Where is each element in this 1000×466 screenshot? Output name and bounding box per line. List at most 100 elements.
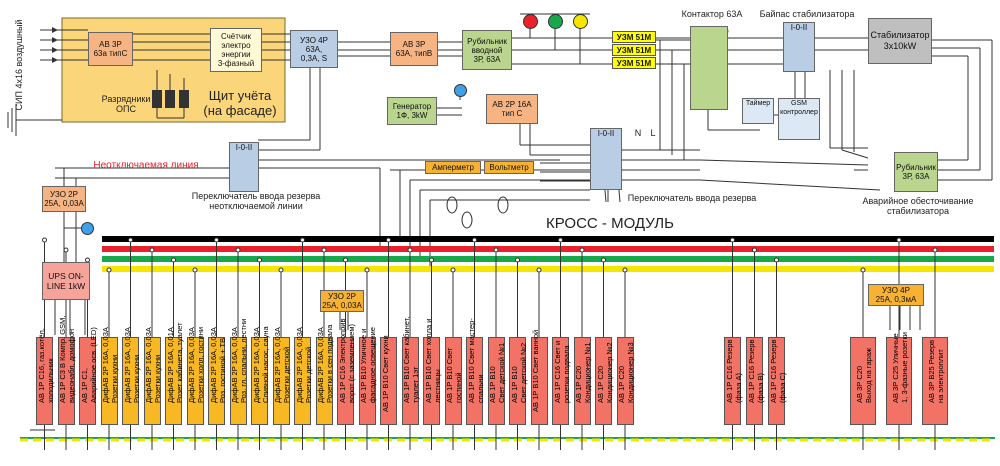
ammeter: Амперметр [425, 161, 481, 174]
bypass-switch[interactable]: I-0-II [783, 22, 815, 72]
contactor[interactable] [690, 26, 728, 110]
bus-tap [932, 247, 938, 253]
ab3p-b-breaker[interactable]: АВ 3Р 63А, типВ [390, 32, 438, 66]
uzo2p-mid[interactable]: УЗО 2Р 25А, 0,03А [320, 290, 364, 312]
reserve-switch-1[interactable]: I-0-II [229, 142, 259, 192]
reserve-switch-1-label: Переключатель ввода резерва неотключаемо… [191, 191, 321, 211]
bypass-label: Байпас стабилизатора [759, 9, 855, 19]
circuit-breaker[interactable]: АВ 1Р С1, Аварийное осв. (LED) [79, 327, 97, 425]
breaker-label: АВ 1Р С20 Кондиционер №3 [617, 342, 635, 403]
bus-tap [235, 247, 241, 253]
breaker-label: АВ 1Р В10 Свет мастер- спальни [466, 318, 485, 403]
bus-tap [128, 237, 133, 243]
breaker-label: АВ 1Р В10 Уличное и фасадное освещение [359, 327, 377, 403]
reserve-switch-2[interactable]: I-0-II [590, 128, 622, 190]
uzo2p-left[interactable]: УЗО 2Р 25А, 0,03А [42, 186, 86, 212]
breaker-label: АВ 3Р С25 Уличные 1, 3-фазные розетки [891, 332, 909, 403]
input-rubilnik[interactable]: Рубильник вводной 3Р, 63А [462, 30, 512, 70]
circuit-breaker[interactable]: ДифАВ 2Р 16А, 0,03А Розетки кухни [143, 327, 162, 425]
circuit-breaker[interactable]: АВ 3Р С25 Уличные 1, 3-фазные розетки [886, 332, 912, 425]
breaker-label: АВ 3Р С20 Выход на гараж [855, 347, 873, 403]
circuit-breaker[interactable]: АВ 1Р С16 Резерв (фаза С) [768, 337, 786, 425]
circuit-breaker[interactable]: АВ 3Р В25 Резерв на электроплит [922, 337, 948, 425]
bus-tap [896, 237, 902, 243]
bus-tap [730, 237, 735, 243]
circuit-breaker[interactable]: АВ 1Р С16 Резерв (фаза А) [724, 337, 742, 425]
circuit-breaker[interactable]: ДифАВ 2Р 16А, 0,03А Розетки в сен подвал… [315, 325, 334, 425]
emergency-rubilnik[interactable]: Рубильник 3Р, 63А [894, 152, 938, 192]
circuit-breaker[interactable]: АВ 3Р С20 Выход на гараж [850, 337, 876, 425]
circuit-breaker[interactable]: ДифАВ 2Р 16А, 0,03А Розетки кухни [100, 327, 119, 425]
uzm-relay: УЗМ 51М [612, 31, 656, 43]
circuit-breaker[interactable]: ДифАВ 2Р 16А, 0,03А Розетки кухни [122, 327, 140, 425]
reserve-switch-2-label: Переключатель ввода резерва [627, 193, 757, 203]
circuit-breaker[interactable]: ДифАВ 2Р 16А, 0,03А Роз. гостиной + ТВ [208, 327, 226, 425]
circuit-breaker[interactable]: АВ 1Р С3 В Компр. GSM, видеонабл, домофо… [57, 316, 76, 425]
breaker-label: ДифАВ 2Р 16А, 0,03А Розетки детской [294, 327, 313, 403]
breaker-label: ДифАВ 2Р 16А, 0,03А Розетки детской [273, 327, 291, 403]
circuit-breaker[interactable]: АВ 1Р С20 Кондиционер №1 [573, 337, 592, 425]
ab3p-breaker[interactable]: АВ 3Р 63а типС [88, 32, 133, 66]
breaker-label: АВ 1Р С20 Кондиционер №2 [595, 342, 614, 403]
circuit-breaker[interactable]: АВ 1Р В10 Свет кабинет, туалет 1эт [401, 317, 420, 425]
circuit-breaker[interactable]: ДифАВ 2Р 16А, 0,03А Розетки детской [272, 327, 291, 425]
circuit-breaker[interactable]: АВ 1Р С20 Кондиционер №2 [595, 337, 614, 425]
breaker-label: АВ 1Р С3 В Компр. GSM, видеонабл, домофо… [58, 315, 76, 403]
circuit-breaker[interactable]: АВ 1Р В10 Свет мастер- спальни [466, 318, 484, 425]
bus-bar [102, 236, 994, 242]
lamp-yellow-icon [573, 14, 588, 29]
bus-tap [536, 267, 542, 273]
voltmeter: Вольтметр [484, 161, 534, 174]
bus-tap [774, 257, 779, 263]
circuit-breaker[interactable]: АВ 1Р С16 Резерв (фаза В) [746, 337, 764, 425]
circuit-breaker[interactable]: ДифАВ 2Р 16А, 0,01А Розет кабинета, туал… [165, 322, 183, 425]
circuit-breaker[interactable]: АВ 1Р В10 Свет детской №1 [487, 337, 506, 425]
current-transformers [446, 196, 509, 229]
ups: UPS ON- LINE 1kW [42, 262, 90, 300]
circuit-breaker[interactable]: АВ 1Р В10 Свет гостиной [444, 337, 463, 425]
arrester-elements [152, 90, 189, 108]
breaker-label: ДифАВ 2Р 16А, 0,03А Сливной насос, сауна [251, 326, 270, 403]
breaker-label: АВ 1Р С20 Кондиционер №1 [574, 342, 592, 403]
bus-tap [860, 267, 866, 273]
breaker-label: АВ 1Р В10 Свет гостиной [445, 347, 463, 403]
bus-tap [257, 257, 262, 263]
circuit-breaker[interactable]: АВ 1Р С16 Электроприв ворот (с заземлени… [337, 319, 355, 425]
uzo4p-right[interactable]: УЗО 4Р 25А, 0,3мА [868, 284, 924, 306]
circuit-breaker[interactable]: АВ 1Р С16 Свет и розетки подвала [552, 337, 570, 425]
bus-tap [752, 247, 757, 253]
bus-bar [102, 256, 994, 262]
breaker-label: ДифАВ 2Р 16А, 0,03А Розетки кухни [144, 327, 162, 403]
circuit-breaker[interactable]: АВ 1Р В10 Свет кухни [380, 334, 397, 425]
bus-tap [321, 247, 327, 253]
lamp-blue-ups-icon [81, 222, 94, 235]
cross-module-title: КРОСС - МОДУЛЬ [546, 215, 674, 232]
ab2p-breaker[interactable]: АВ 2Р 16А тип С [486, 94, 538, 124]
circuit-breaker[interactable]: АВ 1Р В10 Свет ванной [530, 329, 548, 425]
breaker-label: АВ 1Р В10 Свет кухни [380, 334, 390, 412]
breaker-label: АВ 1Р В10 Свет холла и лестницы [423, 318, 442, 403]
stabilizer: Стабилизатор 3х10kW [868, 18, 932, 64]
breaker-label: АВ 1Р В10 Свет детской №1 [488, 342, 506, 403]
circuit-breaker[interactable]: АВ 1Р В10 Свет холла и лестницы [423, 319, 441, 425]
cross-module [102, 236, 994, 272]
bus-tap [343, 257, 348, 263]
circuit-breaker[interactable]: АВ 1Р С16, газ.котёл, холодильник [36, 328, 54, 425]
circuit-breaker[interactable]: АВ 1Р В10 Уличное и фасадное освещение [358, 327, 377, 425]
meter-box: Счётчик электро энергии 3-фазный [210, 28, 262, 72]
bus-bar [102, 266, 994, 272]
emergency-label: Аварийное обесточивание стабилизатора [862, 196, 974, 216]
bus-tap [214, 237, 219, 243]
uzo4p[interactable]: УЗО 4Р 63А, 0,3А, S [290, 30, 338, 68]
sip-label: СИП 4х16 воздушный [14, 19, 24, 111]
breaker-label: АВ 3Р В25 Резерв на электроплит [927, 339, 945, 403]
circuit-breaker[interactable]: ДифАВ 2Р 16А, 0,03А Сливной насос, сауна [251, 326, 269, 425]
circuit-breaker[interactable]: ДифАВ 2Р 16А, 0,03А Розетки холл, гостин… [186, 327, 205, 425]
circuit-breaker[interactable]: АВ 1Р В10 Свет детской №2 [509, 337, 527, 425]
circuit-breaker[interactable]: ДифАВ 2Р 16А, 0,03А Розетки детской [294, 327, 312, 425]
bus-tap [386, 237, 391, 243]
n-label: N [634, 128, 642, 138]
circuit-breaker[interactable]: АВ 1Р С20 Кондиционер №3 [616, 337, 635, 425]
breaker-label: АВ 1Р В10 Свет кабинет, туалет 1эт [402, 316, 420, 403]
circuit-breaker[interactable]: ДифАВ 2Р 16А, 0,03А Роз. гл. спальни, ле… [229, 319, 248, 425]
